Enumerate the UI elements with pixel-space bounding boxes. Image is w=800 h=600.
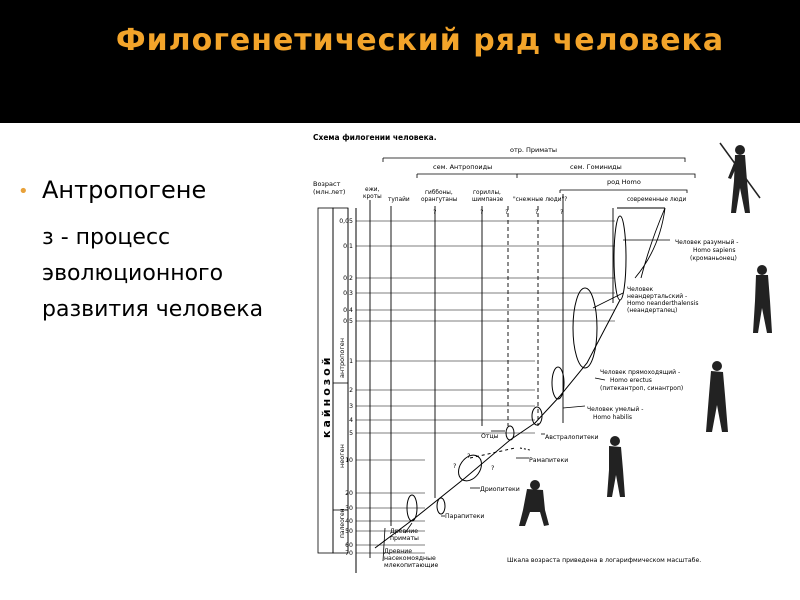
svg-text:?: ? bbox=[433, 208, 436, 216]
column-header: современные люди bbox=[627, 197, 686, 203]
scale-note: Шкала возраста приведена в логарифмическ… bbox=[507, 556, 701, 564]
svg-text:?: ? bbox=[505, 208, 508, 216]
order-label: отр. Приматы bbox=[510, 146, 557, 154]
family-hominid-label: сем. Гоминиды bbox=[570, 163, 622, 171]
age-tick-label: 70 bbox=[345, 550, 353, 557]
age-axis-label: Возраст (млн.лет) bbox=[313, 180, 345, 196]
age-tick-label: 0,5 bbox=[343, 318, 353, 325]
age-tick-label: 3 bbox=[349, 403, 353, 410]
column-header: "снежные люди"? bbox=[513, 197, 567, 203]
label-sapiens: Человек разумный - Homo sapiens (кромань… bbox=[675, 239, 740, 262]
age-tick-label: 30 bbox=[345, 505, 353, 512]
primate-figures bbox=[519, 142, 772, 526]
svg-text:?: ? bbox=[491, 464, 494, 472]
svg-text:?: ? bbox=[560, 208, 563, 216]
genus-label: род Homo bbox=[607, 178, 641, 186]
title-bar: Филогенетический ряд человека bbox=[0, 0, 800, 123]
age-tick-label: 60 bbox=[345, 542, 353, 549]
age-tick-label: 20 bbox=[345, 490, 353, 497]
slide-title: Филогенетический ряд человека bbox=[115, 23, 725, 58]
age-tick-label: 0,05 bbox=[339, 218, 353, 225]
svg-text:?: ? bbox=[467, 452, 470, 460]
age-tick-label: 2 bbox=[349, 387, 353, 394]
question-marks: ? ? ? ? ? ? ? ? bbox=[433, 208, 563, 472]
svg-text:?: ? bbox=[535, 208, 538, 216]
svg-text:?: ? bbox=[480, 208, 483, 216]
age-tick-label: 40 bbox=[345, 518, 353, 525]
age-tick-label: 0,4 bbox=[343, 307, 353, 314]
age-tick-label: 1 bbox=[349, 358, 353, 365]
column-header: ежи,кроты bbox=[363, 187, 382, 200]
column-header: тупайи bbox=[388, 196, 410, 203]
label-parapithecus: Парапитеки bbox=[445, 513, 484, 520]
bullet-heading: Антропогене bbox=[42, 176, 207, 204]
period-label: антропоген bbox=[338, 338, 346, 378]
label-dryopithecus: Дриопитеки bbox=[480, 486, 520, 493]
bullet-icon: • bbox=[18, 181, 29, 202]
age-tick-label: 5 bbox=[349, 430, 353, 437]
age-tick-label: 50 bbox=[345, 528, 353, 535]
family-anthropoid-label: сем. Антропоиды bbox=[433, 163, 492, 171]
age-tick-label: 0,1 bbox=[343, 243, 353, 250]
phylogeny-diagram: Схема филогении человека. отр. Приматы с… bbox=[305, 128, 800, 578]
svg-text:?: ? bbox=[453, 462, 456, 470]
label-ancient-primates: Древние приматы bbox=[390, 528, 420, 542]
column-header: гориллы,шимпанзе bbox=[472, 190, 504, 203]
era-label: кайнозой bbox=[320, 355, 333, 438]
age-tick-label: 4 bbox=[349, 417, 353, 424]
period-label: неоген bbox=[338, 444, 346, 468]
label-erectus: Человек прямоходящий - Homo erectus (пит… bbox=[600, 369, 683, 392]
bullet-text: з - процесс эволюционного развития челов… bbox=[42, 225, 264, 322]
title-divider bbox=[0, 123, 800, 125]
label-otsy: Отцы bbox=[481, 433, 499, 440]
age-tick-label: 10 bbox=[345, 457, 353, 464]
period-label: палеоген bbox=[339, 508, 346, 538]
label-neanderthal: Человек неандертальский - Homo neanderth… bbox=[627, 286, 700, 314]
column-header: гиббоны,орангутаны bbox=[421, 190, 458, 203]
label-australopithecus: Австралопитеки bbox=[545, 434, 599, 441]
label-insectivores: Древние насекомоядные млекопитающие bbox=[384, 548, 438, 569]
diagram-title: Схема филогении человека. bbox=[313, 133, 437, 142]
label-ramapithecus: Рамапитеки bbox=[529, 457, 568, 464]
age-tick-label: 0,3 bbox=[343, 290, 353, 297]
label-habilis: Человек умелый - Homo habilis bbox=[587, 406, 645, 421]
age-tick-label: 0,2 bbox=[343, 275, 353, 282]
